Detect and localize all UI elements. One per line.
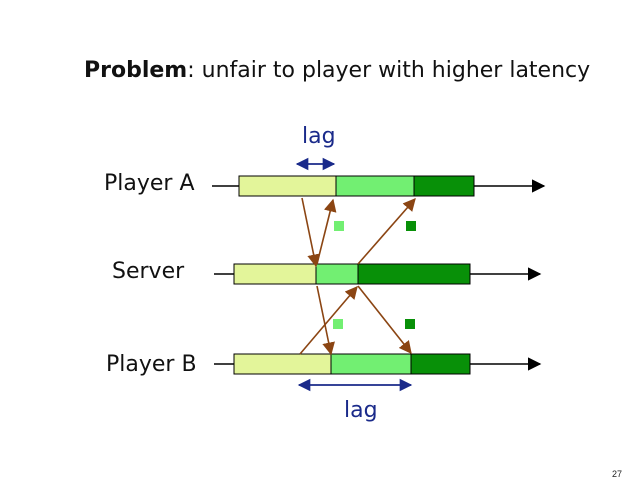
server-segment-dark [357, 263, 471, 285]
player-b-label: Player B [106, 352, 197, 377]
state-square-dark-upper [406, 221, 416, 231]
title-bold: Problem [84, 58, 188, 83]
player-a-segment-dark [413, 175, 475, 197]
server-segment-light [233, 263, 317, 285]
player-b-segment-mid [330, 353, 412, 375]
server-label: Server [112, 259, 185, 284]
message-arrow-server-to-b [316, 285, 335, 356]
state-square-dark-lower [405, 319, 415, 329]
server-segment-mid [315, 263, 359, 285]
message-arrow-server-to-a-late [357, 198, 416, 265]
message-arrow-server-to-a [316, 198, 337, 265]
lag-label-top: lag [302, 124, 336, 149]
player-a-label: Player A [104, 171, 195, 196]
message-arrow-server-to-b-late [357, 285, 412, 355]
title-rest: : unfair to player with higher latency [187, 58, 591, 83]
player-b-segment-dark [410, 353, 471, 375]
player-a-segment-light [238, 175, 337, 197]
page-number: 27 [611, 469, 622, 479]
player-a-segment-mid [335, 175, 415, 197]
state-square-mid-upper [334, 221, 344, 231]
slide-title: Problem: unfair to player with higher la… [84, 58, 590, 83]
player-b-segment-light [233, 353, 332, 375]
state-square-mid-lower [333, 319, 343, 329]
message-arrow-b-to-server [299, 286, 358, 355]
message-arrow-a-to-server [301, 197, 320, 268]
lag-label-bottom: lag [344, 398, 378, 423]
